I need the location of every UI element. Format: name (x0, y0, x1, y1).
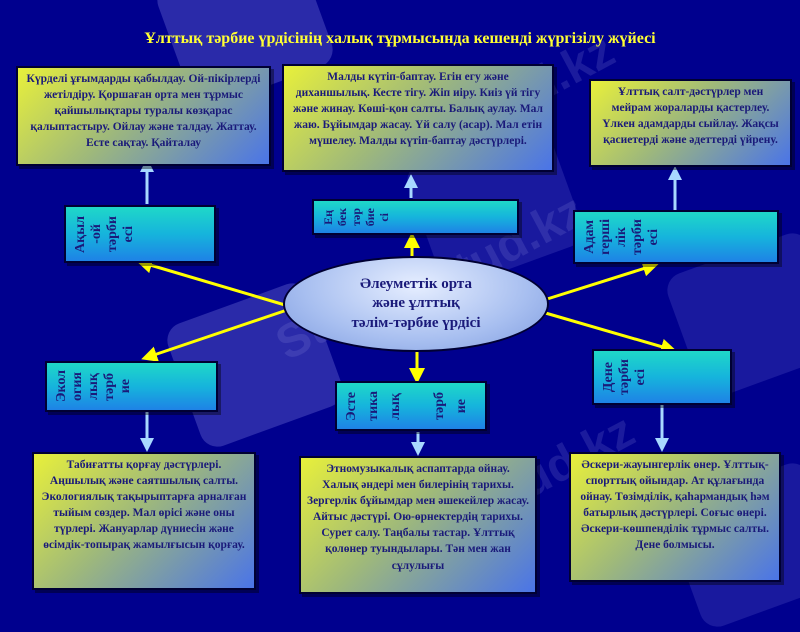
category-label-line: тәрби (105, 216, 120, 252)
category-mental: Ақыл -ой тәрби есі (64, 205, 216, 263)
category-label-line: сі (377, 212, 391, 222)
category-label-line: ие (454, 398, 469, 414)
category-physical: Дене тәрби есі (592, 349, 732, 405)
category-label-line: бек (335, 207, 349, 227)
category-label-line: Ең (321, 209, 335, 225)
category-label-line: лық (86, 373, 101, 400)
connector-arrows (136, 158, 682, 456)
center-line: Әлеуметтік орта (360, 275, 472, 292)
category-label-line: огия (70, 372, 85, 401)
category-label-line: тәрби (617, 359, 632, 395)
category-label-line: тәрби (630, 219, 645, 255)
category-label-line: лік (614, 227, 629, 247)
category-label-line: тәрб (102, 372, 117, 401)
category-label-line: тика (366, 391, 381, 421)
description-moral: Ұлттық салт-дәстүрлер мен мейрам жоралар… (589, 79, 792, 167)
category-label-line: есі (633, 368, 648, 386)
center-node: Әлеуметтік орта және ұлттық тәлім-тәрбие… (283, 256, 549, 352)
category-label-line: есі (121, 225, 136, 243)
center-line: тәлім-тәрбие үрдісі (351, 314, 481, 331)
center-line: және ұлттық (372, 295, 460, 312)
category-label-line: лық (388, 392, 403, 420)
description-aesthetic: Этномузыкалық аспаптарда ойнау. Халық ән… (299, 456, 537, 594)
description-physical: Әскери-жауынгерлік өнер. Ұлттық-спорттық… (569, 452, 781, 582)
category-label-line: тәр (349, 208, 363, 226)
category-label-line: Адам (582, 220, 597, 254)
diagram-title: Ұлттық тәрбие үрдісінің халық тұрмысында… (144, 30, 656, 47)
description-mental: Күрделі ұғымдарды қабылдау. Ой-пікірлерд… (16, 66, 271, 166)
category-ecological: Экол огия лық тәрб ие (45, 361, 218, 412)
description-ecological: Табиғатты қорғау дәстүрлері. Аңшылық жән… (32, 452, 256, 590)
category-label-line: бие (363, 207, 377, 227)
category-label-line: ие (118, 379, 133, 394)
category-label-line: тәрб (432, 392, 447, 420)
category-label-line: Эсте (344, 391, 359, 421)
category-label-line: Экол (54, 370, 69, 403)
description-labor: Малды күтіп-баптау. Егін егу және диханш… (282, 64, 554, 172)
category-moral: Адам гершi лік тәрби есі (573, 210, 779, 264)
category-label-line: Ақыл (73, 215, 88, 253)
category-labor: Ең бек тәр бие сі (312, 199, 519, 235)
category-label-line: гершi (598, 219, 613, 255)
category-label-line: Дене (601, 361, 616, 393)
category-label-line: -ой (89, 224, 104, 244)
category-aesthetic: Эсте тика лық тәрб ие (335, 381, 487, 431)
category-label-line: есі (646, 228, 661, 246)
